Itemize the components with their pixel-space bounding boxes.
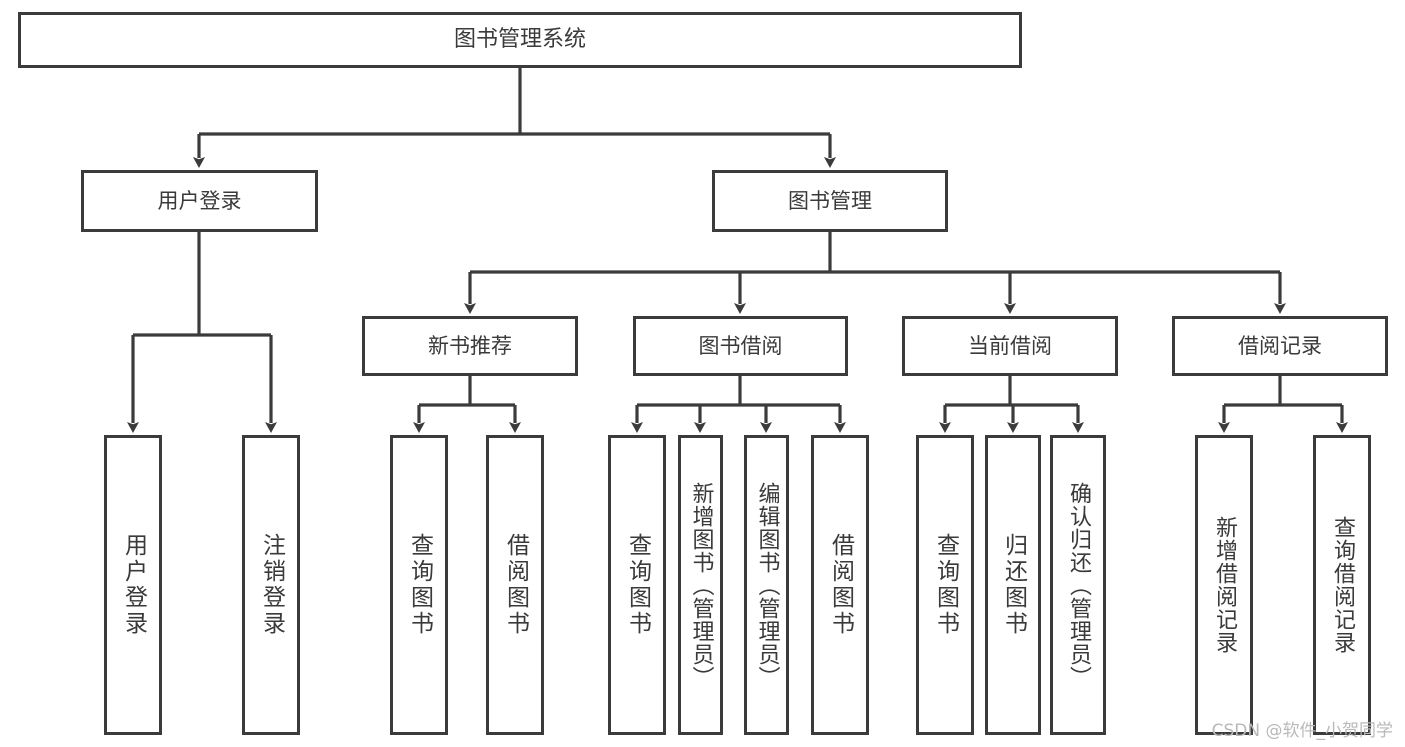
leaf-book-borrow-borrow-label: 借阅图书 [827, 533, 854, 637]
node-root-label: 图书管理系统 [453, 27, 586, 53]
node-new-book-recommend[interactable]: 新书推荐 [362, 316, 578, 376]
node-current-borrow[interactable]: 当前借阅 [902, 316, 1118, 376]
leaf-new-book-borrow-label: 借阅图书 [502, 533, 529, 637]
leaf-book-borrow-add[interactable]: 新增图书（管理员） [678, 435, 723, 735]
leaf-new-book-borrow[interactable]: 借阅图书 [486, 435, 544, 735]
node-root[interactable]: 图书管理系统 [18, 12, 1022, 68]
leaf-borrow-record-query-label: 查询借阅记录 [1330, 516, 1355, 654]
leaf-current-borrow-confirm[interactable]: 确认归还（管理员） [1050, 435, 1106, 735]
leaf-book-borrow-query-label: 查询图书 [624, 533, 651, 637]
leaf-user-login-login-label: 用户登录 [120, 533, 147, 637]
node-book-borrow-label: 图书借阅 [698, 333, 783, 358]
leaf-current-borrow-confirm-label: 确认归还（管理员） [1066, 481, 1091, 689]
node-book-borrow[interactable]: 图书借阅 [633, 316, 848, 376]
leaf-current-borrow-query-label: 查询图书 [932, 533, 959, 637]
node-current-borrow-label: 当前借阅 [968, 333, 1052, 358]
leaf-book-borrow-borrow[interactable]: 借阅图书 [811, 435, 869, 735]
leaf-book-borrow-query[interactable]: 查询图书 [608, 435, 666, 735]
leaf-user-login-logout[interactable]: 注销登录 [242, 435, 300, 735]
leaf-user-login-logout-label: 注销登录 [258, 533, 285, 637]
leaf-new-book-query-label: 查询图书 [406, 533, 433, 637]
leaf-borrow-record-query[interactable]: 查询借阅记录 [1313, 435, 1371, 735]
node-borrow-record-label: 借阅记录 [1238, 333, 1322, 358]
node-new-book-recommend-label: 新书推荐 [428, 333, 512, 358]
watermark-text: CSDN @软件_小贺同学 [1211, 721, 1393, 741]
leaf-user-login-login[interactable]: 用户登录 [104, 435, 162, 735]
leaf-current-borrow-query[interactable]: 查询图书 [916, 435, 974, 735]
leaf-book-borrow-edit-label: 编辑图书（管理员） [754, 481, 780, 689]
leaf-borrow-record-add-label: 新增借阅记录 [1212, 516, 1237, 654]
leaf-current-borrow-return[interactable]: 归还图书 [985, 435, 1041, 735]
leaf-book-borrow-add-label: 新增图书（管理员） [688, 481, 714, 689]
leaf-current-borrow-return-label: 归还图书 [1000, 533, 1027, 637]
leaf-new-book-query[interactable]: 查询图书 [390, 435, 448, 735]
leaf-book-borrow-edit[interactable]: 编辑图书（管理员） [744, 435, 789, 735]
node-borrow-record[interactable]: 借阅记录 [1172, 316, 1388, 376]
node-user-login-label: 用户登录 [157, 188, 242, 213]
node-user-login[interactable]: 用户登录 [81, 170, 318, 232]
node-book-management[interactable]: 图书管理 [712, 170, 948, 232]
leaf-borrow-record-add[interactable]: 新增借阅记录 [1195, 435, 1253, 735]
node-book-management-label: 图书管理 [788, 188, 872, 213]
